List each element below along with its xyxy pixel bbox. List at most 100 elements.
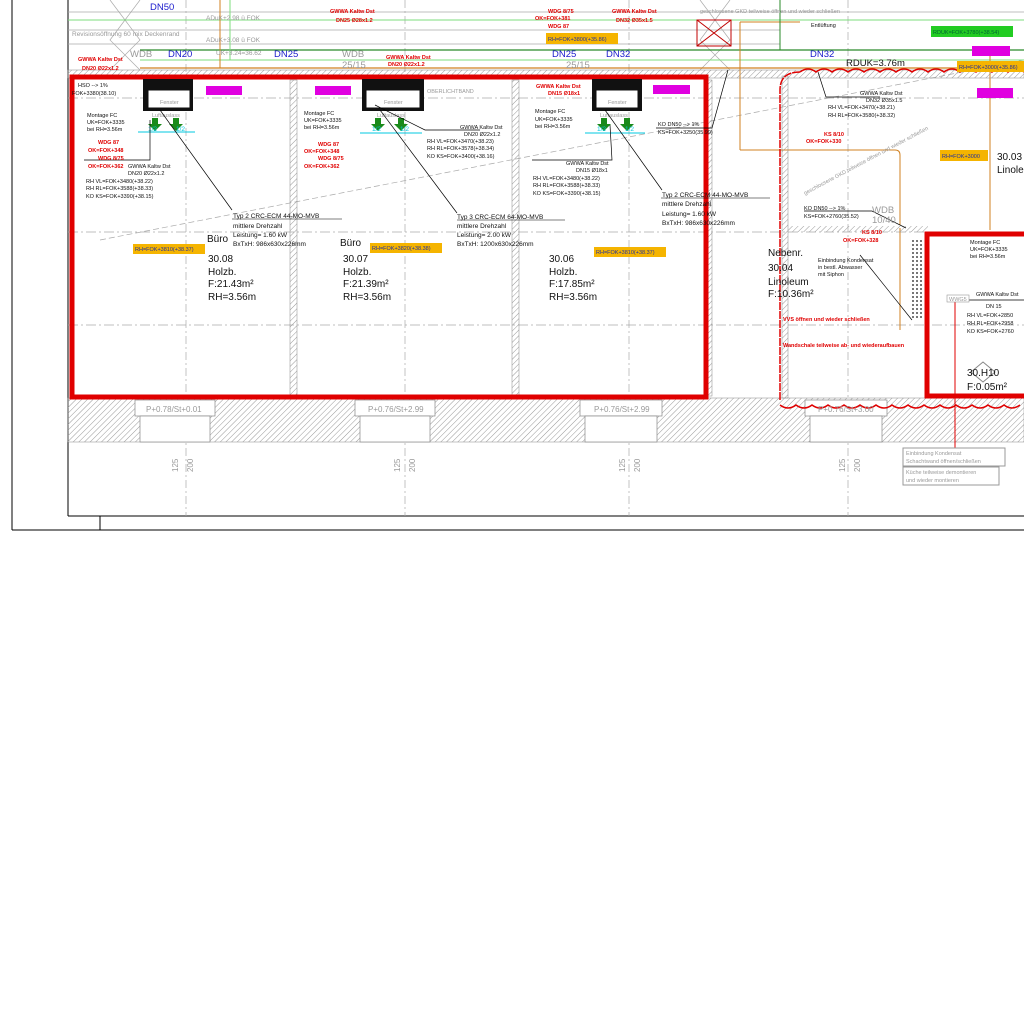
- svg-text:1/2: 1/2: [400, 126, 409, 133]
- svg-text:30.04: 30.04: [768, 263, 793, 274]
- svg-text:mit Siphon: mit Siphon: [818, 272, 844, 278]
- svg-text:DN32 Ø35x1.5: DN32 Ø35x1.5: [866, 98, 902, 104]
- pipe-label: DN32: [606, 49, 630, 60]
- window-label: P+0.76/St+3.00: [818, 405, 874, 414]
- svg-text:1/2: 1/2: [148, 126, 157, 133]
- note: ADuK+3.08 ü FOK: [206, 37, 261, 44]
- wdb-label: WDB: [130, 49, 152, 60]
- svg-text:F:0.05m²: F:0.05m²: [967, 382, 1008, 393]
- svg-text:OK=FOK+362: OK=FOK+362: [88, 164, 123, 170]
- pipe-runs: [68, 0, 1024, 330]
- svg-text:30.08: 30.08: [208, 254, 233, 265]
- svg-text:OK=FOK+330: OK=FOK+330: [806, 139, 841, 145]
- svg-text:30.07: 30.07: [343, 254, 368, 265]
- svg-text:Fenster: Fenster: [608, 100, 627, 106]
- svg-text:1/2: 1/2: [372, 126, 381, 133]
- svg-text:DN32 Ø35x1.5: DN32 Ø35x1.5: [616, 18, 653, 24]
- svg-text:200: 200: [408, 458, 417, 472]
- svg-text:Holzb.: Holzb.: [549, 267, 577, 278]
- svg-text:RH=FOK+3800(+35.86): RH=FOK+3800(+35.86): [548, 37, 607, 43]
- rh-tag: RH=FOK+3820(+38.38): [370, 243, 442, 253]
- svg-text:125: 125: [838, 458, 847, 472]
- svg-text:RH=FOK+3000: RH=FOK+3000: [942, 154, 980, 160]
- svg-text:RH RL=FOK+3588(+38.33): RH RL=FOK+3588(+38.33): [86, 186, 153, 192]
- svg-text:GWWA Kaltw Dst: GWWA Kaltw Dst: [536, 84, 581, 90]
- svg-text:Luftauslass: Luftauslass: [600, 113, 628, 119]
- wdb-size: 25/15: [342, 60, 366, 71]
- svg-text:GWWA Kaltw Dst: GWWA Kaltw Dst: [386, 55, 431, 61]
- svg-text:UK=FOK+3335: UK=FOK+3335: [304, 118, 342, 124]
- wdb-size: 10/40: [872, 215, 896, 226]
- svg-text:30.H10: 30.H10: [967, 368, 1000, 379]
- svg-text:DN20 Ø22x1.2: DN20 Ø22x1.2: [388, 62, 425, 68]
- svg-text:Schachtwand öffnen/schließen: Schachtwand öffnen/schließen: [906, 459, 981, 465]
- svg-text:GWWA Kaltw Dst: GWWA Kaltw Dst: [612, 9, 657, 15]
- pipe-label: DN20: [168, 49, 192, 60]
- svg-text:RH VL=FOK+2850: RH VL=FOK+2850: [967, 313, 1013, 319]
- svg-text:GWWA Kaltw Dst: GWWA Kaltw Dst: [566, 161, 609, 167]
- svg-text:RH=FOK+3820(+38.38): RH=FOK+3820(+38.38): [372, 246, 431, 252]
- fan-coil-unit: Fenster Luftauslass 1/2 1/2: [138, 79, 195, 133]
- svg-text:bei RH=3.56m: bei RH=3.56m: [87, 127, 123, 133]
- rh-tag: RH=FOK+3000: [940, 150, 988, 161]
- svg-text:1/2: 1/2: [597, 126, 606, 133]
- note: OBERLICHTBAND: [427, 89, 474, 95]
- wdb-label: WDB: [872, 205, 894, 216]
- svg-text:OK=FOK+362: OK=FOK+362: [304, 164, 339, 170]
- leader-lines: [84, 69, 1024, 321]
- svg-text:GWWA Kaltw Dst: GWWA Kaltw Dst: [330, 9, 375, 15]
- svg-text:1/2: 1/2: [176, 126, 185, 133]
- svg-text:WDG 8/75: WDG 8/75: [318, 156, 344, 162]
- svg-text:30.03: 30.03: [997, 152, 1022, 163]
- svg-text:WDG 8/75: WDG 8/75: [548, 9, 574, 15]
- svg-text:KO KS=FOK+2760: KO KS=FOK+2760: [967, 329, 1014, 335]
- svg-text:HSO --> 1%: HSO --> 1%: [78, 83, 108, 89]
- rh-tag: RH=FOK+3810(+38.37): [594, 247, 666, 257]
- svg-text:F:21.39m²: F:21.39m²: [343, 279, 389, 290]
- svg-text:Küche teilweise demontieren: Küche teilweise demontieren: [906, 470, 976, 476]
- svg-text:KO KS=FOK+3390(+38.15): KO KS=FOK+3390(+38.15): [533, 191, 601, 197]
- svg-text:GWWA Kaltw Dst: GWWA Kaltw Dst: [460, 125, 503, 131]
- svg-text:Typ 2 CRC-ECM 44-MO-MVB: Typ 2 CRC-ECM 44-MO-MVB: [233, 213, 319, 220]
- svg-text:RH=3.56m: RH=3.56m: [549, 292, 597, 303]
- svg-text:RH RL=FOK+3588(+38.33): RH RL=FOK+3588(+38.33): [533, 183, 600, 189]
- svg-text:mittlere Drehzahl: mittlere Drehzahl: [233, 223, 283, 230]
- svg-text:WDG 8/75: WDG 8/75: [98, 156, 124, 162]
- svg-text:RH=FOK+3810(+38.37): RH=FOK+3810(+38.37): [135, 247, 194, 253]
- fan-coil-unit: Fenster Luftauslass 1/2 1/2: [360, 79, 424, 134]
- svg-text:Typ 2 CRC-ECM 44-MO-MVB: Typ 2 CRC-ECM 44-MO-MVB: [662, 192, 748, 199]
- svg-text:KS 8/10: KS 8/10: [862, 230, 882, 236]
- wdb-label: WDB: [342, 49, 364, 60]
- note: geschlossene GKD teilweise öffnen und wi…: [700, 9, 840, 15]
- svg-text:OK=FOK+348: OK=FOK+348: [88, 148, 123, 154]
- pipe-label: DN25: [274, 49, 298, 60]
- svg-text:Einbindung Kondensat: Einbindung Kondensat: [818, 258, 874, 264]
- svg-text:in bestl. Abwasser: in bestl. Abwasser: [818, 265, 862, 271]
- window-label: P+0.76/St+2.99: [368, 405, 424, 414]
- svg-text:RH VL=FOK+3480(+38.22): RH VL=FOK+3480(+38.22): [533, 176, 600, 182]
- svg-text:DN20 Ø22x1.2: DN20 Ø22x1.2: [128, 171, 164, 177]
- svg-text:DN15 Ø18x1: DN15 Ø18x1: [548, 91, 580, 97]
- room-label: 30.03Linoleum: [997, 152, 1024, 176]
- svg-text:BxTxH: 986x630x226mm: BxTxH: 986x630x226mm: [662, 220, 735, 227]
- svg-text:RH=3.56m: RH=3.56m: [208, 292, 256, 303]
- svg-text:RH VL=FOK+3480(+38.22): RH VL=FOK+3480(+38.22): [86, 179, 153, 185]
- svg-text:Wandschale teilweise ab- und w: Wandschale teilweise ab- und wiederaufba…: [783, 343, 905, 349]
- window-niches: [134, 399, 888, 443]
- svg-text:Leistung= 1.60 kW: Leistung= 1.60 kW: [233, 232, 288, 239]
- svg-text:GWWA Kaltw Dst: GWWA Kaltw Dst: [78, 57, 123, 63]
- svg-text:DN 15: DN 15: [986, 304, 1002, 310]
